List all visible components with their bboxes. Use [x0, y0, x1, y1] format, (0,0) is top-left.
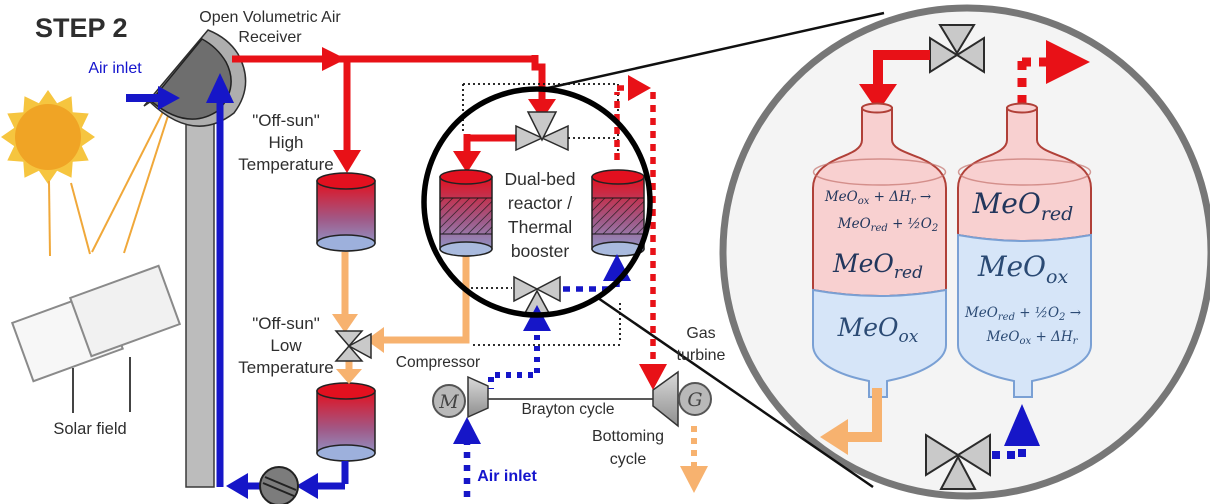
switching-dotted-lines [462, 83, 621, 346]
svg-text:booster: booster [511, 241, 570, 261]
solar-field-label: Solar field [53, 420, 126, 438]
right-vessel-oxidation-eq-line2: MeOox + ΔHr [986, 329, 1079, 347]
receiver-label: Open Volumetric Air Receiver [199, 9, 341, 46]
motor-circle: M [432, 384, 466, 418]
hot-air-lines [232, 47, 556, 173]
vessel-right [957, 102, 1092, 398]
reactor-bed-right [591, 169, 645, 257]
magnifier-top-valve [929, 24, 985, 74]
low-temperature-tank [316, 382, 376, 462]
svg-text:turbine: turbine [677, 347, 726, 364]
sun-rays [48, 93, 176, 257]
high-temperature-tank [316, 172, 376, 252]
sun-icon [1, 90, 95, 184]
solar-panel [68, 264, 182, 358]
air-inlet-bottom-label: Air inlet [477, 468, 537, 485]
magnifier-exhaust-dashed [1017, 40, 1090, 104]
warm-air-lines [332, 252, 470, 384]
cold-return-line [226, 461, 349, 499]
svg-text:"Off-sun": "Off-sun" [252, 314, 320, 333]
compressor [467, 375, 489, 419]
svg-text:M: M [438, 391, 459, 413]
magnifier-leader-line-top [547, 11, 885, 90]
magnifier-hot-feed [859, 50, 930, 112]
left-vessel-reduced-label: MeOred [832, 249, 923, 283]
lt-tank-valve [334, 330, 372, 362]
compressor-label: Compressor [396, 354, 480, 371]
air-inlet-top-label: Air inlet [88, 60, 142, 77]
dual-bed-label: Dual-bed reactor / Thermal booster [504, 169, 575, 261]
left-vessel-reduction-eq-line1: MeOox + ΔHr → [824, 189, 931, 207]
magnifier-leader-line-bottom [597, 296, 874, 489]
solar-tower [185, 111, 215, 488]
svg-text:G: G [687, 389, 702, 411]
compressed-air-lines [488, 254, 631, 389]
reactor-bed-left [439, 169, 493, 257]
hot-exhaust-dashed [614, 75, 667, 390]
svg-text:Receiver: Receiver [238, 29, 302, 46]
svg-text:Low: Low [270, 336, 302, 355]
reactor-inlet-valve [515, 111, 569, 152]
ht-tank-label: "Off-sun" High Temperature [238, 111, 333, 174]
lt-tank-label: "Off-sun" Low Temperature [238, 314, 333, 377]
bottoming-cycle-arrow [680, 426, 708, 493]
svg-text:Dual-bed: Dual-bed [504, 169, 575, 189]
svg-text:High: High [269, 133, 304, 152]
step-title: STEP 2 [35, 13, 128, 43]
svg-text:Bottoming: Bottoming [592, 428, 664, 445]
svg-text:Temperature: Temperature [238, 358, 333, 377]
svg-text:reactor /: reactor / [508, 193, 572, 213]
blower-pump-icon [259, 466, 299, 504]
left-vessel-oxidized-label: MeOox [837, 313, 919, 347]
solar-panels [10, 264, 182, 413]
magnifier-warm-out [820, 388, 882, 455]
generator-circle: G [678, 382, 712, 416]
right-vessel-oxidized-label: MeOox [977, 250, 1069, 288]
detail-target-circle [421, 86, 653, 318]
svg-text:Gas: Gas [686, 325, 715, 342]
svg-text:Thermal: Thermal [508, 217, 572, 237]
brayton-label: Brayton cycle [521, 401, 614, 418]
right-vessel-reduced-label: MeOred [972, 187, 1074, 225]
magnifier-cold-feed [992, 404, 1040, 459]
gas-turbine [652, 370, 679, 428]
bottoming-label: Bottoming cycle [592, 428, 664, 468]
svg-text:Temperature: Temperature [238, 155, 333, 174]
vessel-left [812, 102, 947, 398]
air-inlet-bottom-arrow [453, 417, 481, 497]
air-inlet-top-arrow [126, 86, 180, 110]
svg-text:cycle: cycle [610, 451, 647, 468]
svg-text:"Off-sun": "Off-sun" [252, 111, 320, 130]
left-vessel-reduction-eq-line2: MeOred + ½O2 [837, 216, 938, 234]
gas-turbine-label: Gas turbine [677, 325, 726, 364]
svg-text:Open Volumetric Air: Open Volumetric Air [199, 9, 341, 26]
magnifier-bottom-valve [925, 433, 991, 490]
right-vessel-oxidation-eq-line1: MeOred + ½O2 → [964, 305, 1081, 323]
cold-air-tower-line [206, 73, 234, 487]
